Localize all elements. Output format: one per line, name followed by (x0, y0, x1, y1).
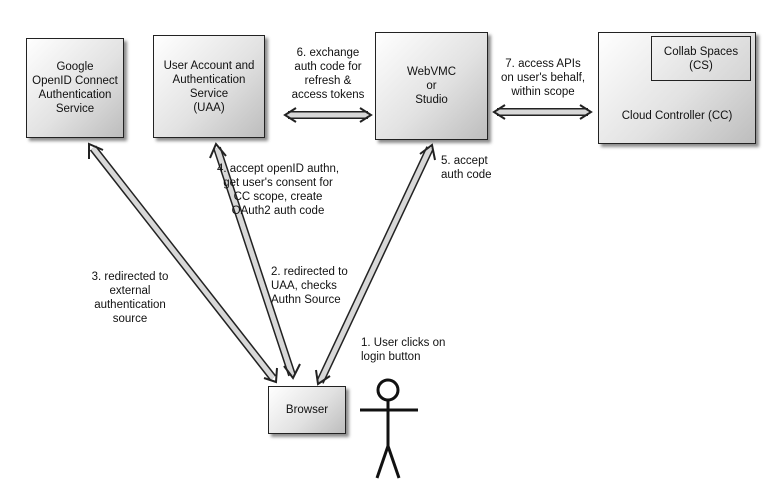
step-7-label: 7. access APIs on user's behalf, within … (500, 58, 586, 98)
arrow-uaa-webvmc (283, 107, 373, 123)
step-4-label: 4. accept openID authn, get user's conse… (216, 163, 340, 217)
collab-spaces-label: Collab Spaces (CS) (663, 45, 739, 72)
google-openid-service-label: Google OpenID Connect Authentication Ser… (32, 61, 118, 115)
step-6-label: 6. exchange auth code for refresh & acce… (291, 47, 365, 101)
user-stick-figure-icon (360, 378, 418, 479)
cloud-controller-label: Cloud Controller (CC) (621, 110, 733, 122)
step-3-label: 3. redirected to external authentication… (91, 271, 169, 325)
google-openid-service-box: Google OpenID Connect Authentication Ser… (26, 38, 124, 138)
step-1-label: 1. User clicks on login button (361, 337, 446, 363)
browser-label: Browser (285, 404, 329, 416)
arrow-google-browser (88, 142, 278, 384)
arrow-webvmc-cc (492, 104, 593, 120)
webvmc-studio-label: WebVMC or Studio (407, 66, 456, 106)
step-5-label: 5. accept auth code (441, 155, 492, 181)
arrow-uaa-browser (209, 142, 301, 380)
arrow-webvmc-browser (315, 143, 436, 386)
collab-spaces-box: Collab Spaces (CS) (651, 36, 751, 81)
step-2-label: 2. redirected to UAA, checks Authn Sourc… (271, 266, 348, 306)
browser-box: Browser (268, 386, 346, 434)
uaa-service-box: User Account and Authentication Service … (153, 35, 265, 138)
uaa-service-label: User Account and Authentication Service … (163, 59, 255, 114)
webvmc-studio-box: WebVMC or Studio (375, 32, 488, 140)
